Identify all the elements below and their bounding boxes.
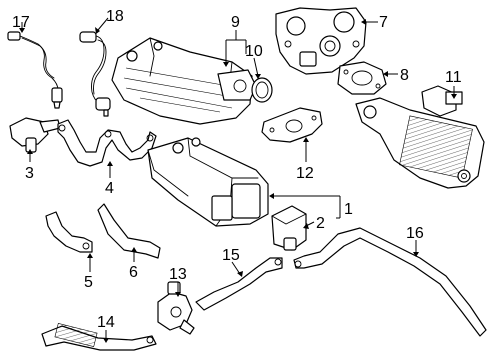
callout-2: 2 [316,215,325,232]
charcoal-canister [147,137,269,227]
oxygen-sensor-downstream [79,31,111,117]
callout-18: 18 [106,8,124,25]
egr-valve-gasket [337,61,387,95]
callout-13: 13 [169,266,187,283]
purge-solenoid [9,117,61,153]
callout-7: 7 [379,14,388,31]
egr-plate-gasket [261,107,323,143]
egr-valve [275,7,367,75]
connector-hose [45,211,93,253]
vapor-hose [57,119,157,167]
purge-hose [195,257,283,311]
callout-4: 4 [105,180,114,197]
vapor-hose-sleeved [41,323,157,351]
callout-9: 9 [231,14,240,31]
egr-gasket-ring [251,77,273,103]
oxygen-sensor-upstream [7,31,63,109]
long-vapor-hose [293,227,487,337]
callout-labels: 17 18 9 10 7 8 11 12 3 4 1 2 5 6 13 14 1… [12,8,462,331]
callout-15: 15 [222,247,240,264]
callout-14: 14 [97,314,115,331]
callout-11: 11 [445,69,462,86]
callout-16: 16 [406,225,424,242]
callout-10: 10 [245,43,263,60]
callout-5: 5 [84,274,93,291]
check-valve [157,281,195,335]
hose-section [97,203,161,259]
canister-vent-valve [271,205,307,251]
egr-cooler-assembly [355,85,485,189]
callout-1: 1 [344,201,353,218]
callout-17: 17 [12,14,30,31]
callout-leaders [19,17,457,343]
callout-8: 8 [400,67,409,84]
callout-12: 12 [296,165,314,182]
callout-6: 6 [129,264,138,281]
egr-cooler [111,37,257,125]
callout-3: 3 [25,165,34,182]
